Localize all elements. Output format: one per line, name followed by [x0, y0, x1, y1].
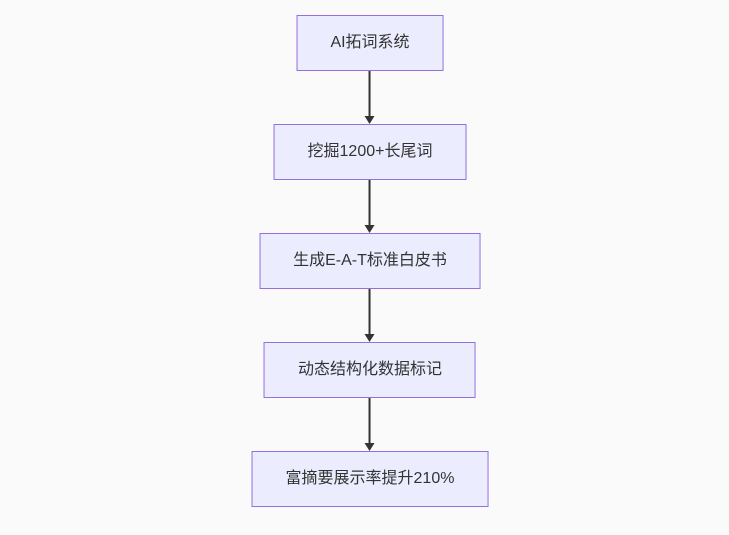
flow-arrow-2: [365, 180, 375, 233]
node-label: 富摘要展示率提升210%: [285, 470, 455, 487]
arrowhead-down-icon: [365, 116, 375, 124]
flowchart-node-rich-snippet-result: 富摘要展示率提升210%: [251, 451, 489, 507]
flow-arrow-3: [365, 289, 375, 342]
node-label: AI拓词系统: [330, 34, 410, 51]
arrow-line: [369, 180, 371, 225]
node-label: 挖掘1200+长尾词: [307, 143, 433, 160]
node-label: 生成E-A-T标准白皮书: [293, 252, 447, 269]
arrowhead-down-icon: [365, 443, 375, 451]
flowchart-node-eat-whitepaper: 生成E-A-T标准白皮书: [259, 233, 481, 289]
arrow-line: [369, 289, 371, 334]
flowchart-node-longtail-mining: 挖掘1200+长尾词: [273, 124, 467, 180]
flow-arrow-1: [365, 71, 375, 124]
flowchart-column: AI拓词系统 挖掘1200+长尾词 生成E-A-T标准白皮书 动态结构化数据标记: [251, 15, 489, 507]
arrowhead-down-icon: [365, 334, 375, 342]
arrow-line: [369, 71, 371, 116]
arrow-line: [369, 398, 371, 443]
node-label: 动态结构化数据标记: [297, 361, 442, 378]
flowchart-node-ai-keyword-system: AI拓词系统: [296, 15, 444, 71]
arrowhead-down-icon: [365, 225, 375, 233]
flowchart-node-structured-data-markup: 动态结构化数据标记: [263, 342, 476, 398]
flow-arrow-4: [365, 398, 375, 451]
